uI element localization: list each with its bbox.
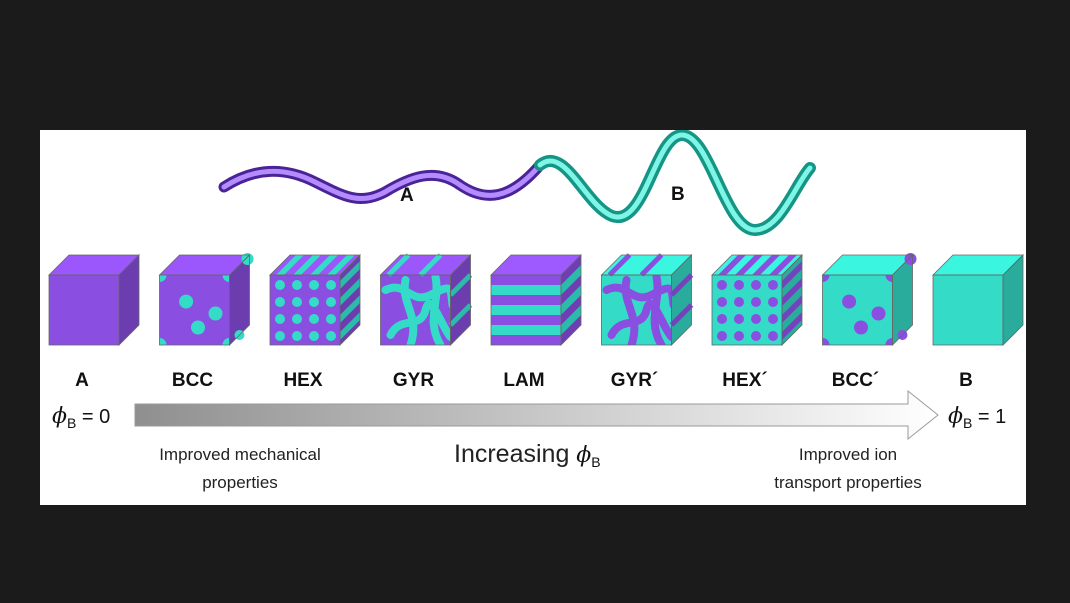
phase-labels: A BCC HEX GYR LAM GYR´ HEX´ BCC´ B bbox=[75, 370, 973, 391]
phase-cube-9 bbox=[932, 254, 1024, 346]
phase-label-9: B bbox=[959, 370, 973, 391]
phase-cube-7 bbox=[711, 254, 803, 346]
phase-label-2: BCC bbox=[172, 370, 213, 391]
left-note-line1: Improved mechanical bbox=[159, 445, 321, 464]
phase-label-3: HEX bbox=[283, 370, 322, 391]
increasing-phi-arrow bbox=[134, 389, 939, 441]
figure-panel: A B A BCC HEX GYR LAM GYR´ HEX´ BCC´ B ϕB = 0 ϕB… bbox=[40, 130, 1026, 505]
right-note-line2: transport properties bbox=[774, 473, 921, 492]
phase-cube-5 bbox=[490, 254, 582, 346]
phase-cube-6 bbox=[600, 253, 694, 346]
phase-label-4: GYR bbox=[393, 370, 434, 391]
phi-start-label: ϕB = 0 bbox=[52, 404, 110, 431]
block-a-label: A bbox=[400, 185, 414, 206]
phase-diagram: A B A BCC HEX GYR LAM GYR´ HEX´ BCC´ B ϕB = 0 ϕB… bbox=[48, 130, 1024, 492]
phase-label-6: GYR´ bbox=[611, 370, 659, 391]
phase-cubes bbox=[48, 253, 1024, 346]
right-note-line1: Improved ion bbox=[799, 445, 897, 464]
block-b-label: B bbox=[671, 184, 685, 205]
phase-cube-1 bbox=[48, 254, 140, 346]
phase-label-7: HEX´ bbox=[722, 370, 767, 391]
phase-label-1: A bbox=[75, 370, 89, 391]
phase-label-5: LAM bbox=[503, 370, 544, 391]
gradient-arrow bbox=[134, 389, 939, 441]
block-copolymer-chain: A B bbox=[218, 130, 816, 237]
increasing-phi-text: Increasing ϕB bbox=[454, 440, 601, 470]
left-note-line2: properties bbox=[202, 473, 278, 492]
phase-cube-3 bbox=[269, 254, 361, 346]
phase-cube-2 bbox=[158, 253, 254, 346]
phase-cube-8 bbox=[821, 253, 917, 346]
phase-cube-4 bbox=[379, 253, 473, 346]
phase-label-8: BCC´ bbox=[832, 370, 880, 391]
phi-end-label: ϕB = 1 bbox=[948, 404, 1006, 431]
